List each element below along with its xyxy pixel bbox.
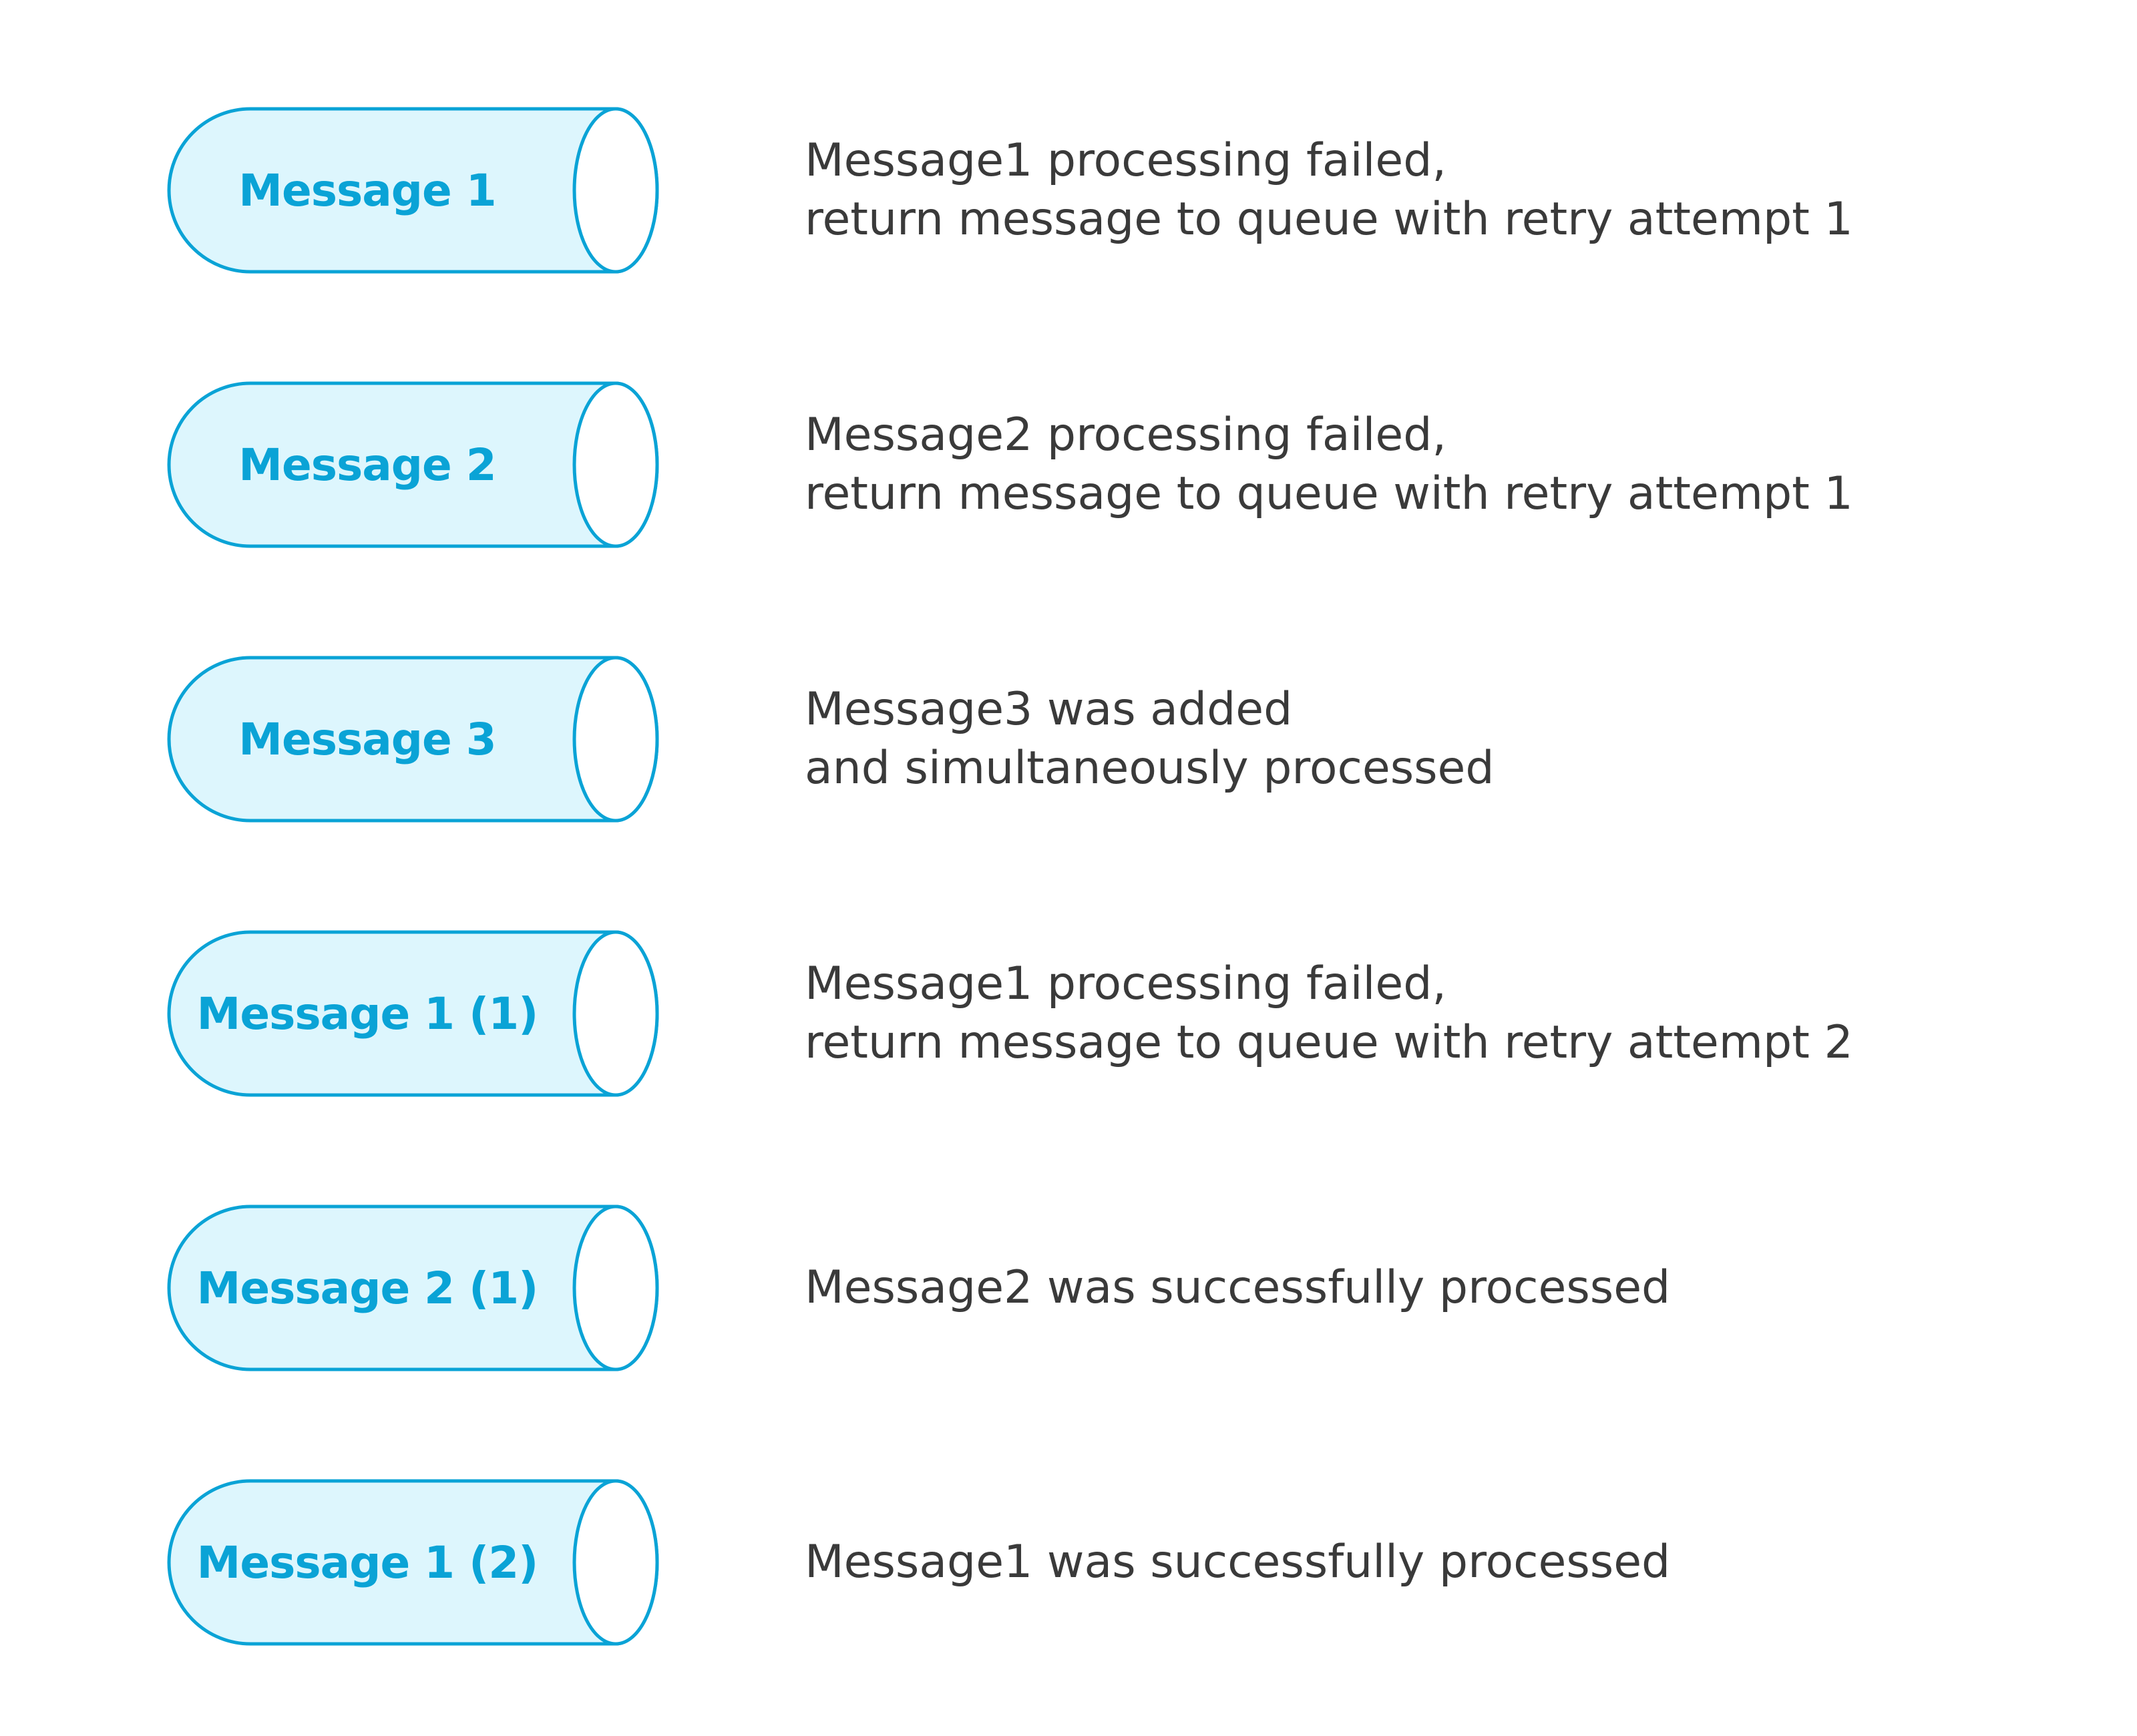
message-cylinder-3: Message 3 (167, 656, 661, 823)
description-line-1: Message3 was added (805, 683, 1293, 736)
message-description: Message3 was added and simultaneously pr… (805, 656, 2074, 823)
description-line-2: return message to queue with retry attem… (805, 467, 1853, 520)
cylinder-shape (167, 381, 659, 548)
message-description: Message2 was successfully processed (805, 1205, 2074, 1371)
cylinder-shape (167, 930, 659, 1097)
message-label: Message 2 (1) (196, 1262, 539, 1314)
queue-row-4: Message 1 (1) Message1 processing failed… (0, 930, 2137, 1097)
message-label: Message 2 (238, 439, 496, 491)
cylinder-shape (167, 1479, 659, 1646)
queue-row-6: Message 1 (2) Message1 was successfully … (0, 1479, 2137, 1646)
message-cylinder-6: Message 1 (2) (167, 1479, 661, 1646)
message-label: Message 1 (238, 164, 496, 216)
message-label: Message 3 (238, 713, 496, 765)
queue-row-1: Message 1 Message1 processing failed, re… (0, 107, 2137, 274)
queue-row-3: Message 3 Message3 was added and simulta… (0, 656, 2137, 823)
description-line-2: return message to queue with retry attem… (805, 193, 1853, 246)
queue-row-2: Message 2 Message2 processing failed, re… (0, 381, 2137, 548)
message-description: Message1 processing failed, return messa… (805, 930, 2074, 1097)
message-label: Message 1 (2) (196, 1536, 539, 1588)
cylinder-shape (167, 656, 659, 823)
message-cylinder-4: Message 1 (1) (167, 930, 661, 1097)
description-line-1: Message2 was successfully processed (805, 1261, 1671, 1314)
description-line-2: return message to queue with retry attem… (805, 1016, 1853, 1069)
description-line-1: Message1 was successfully processed (805, 1536, 1671, 1588)
message-cylinder-5: Message 2 (1) (167, 1205, 661, 1371)
cylinder-shape (167, 107, 659, 274)
message-description: Message2 processing failed, return messa… (805, 381, 2074, 548)
message-cylinder-1: Message 1 (167, 107, 661, 274)
description-line-1: Message1 processing failed, (805, 957, 1446, 1010)
queue-row-5: Message 2 (1) Message2 was successfully … (0, 1205, 2137, 1371)
description-line-1: Message1 processing failed, (805, 134, 1446, 187)
description-line-1: Message2 processing failed, (805, 409, 1446, 461)
message-cylinder-2: Message 2 (167, 381, 661, 548)
description-line-2: and simultaneously processed (805, 742, 1495, 795)
cylinder-shape (167, 1205, 659, 1371)
message-label: Message 1 (1) (196, 988, 539, 1040)
message-description: Message1 was successfully processed (805, 1479, 2074, 1646)
message-description: Message1 processing failed, return messa… (805, 107, 2074, 274)
